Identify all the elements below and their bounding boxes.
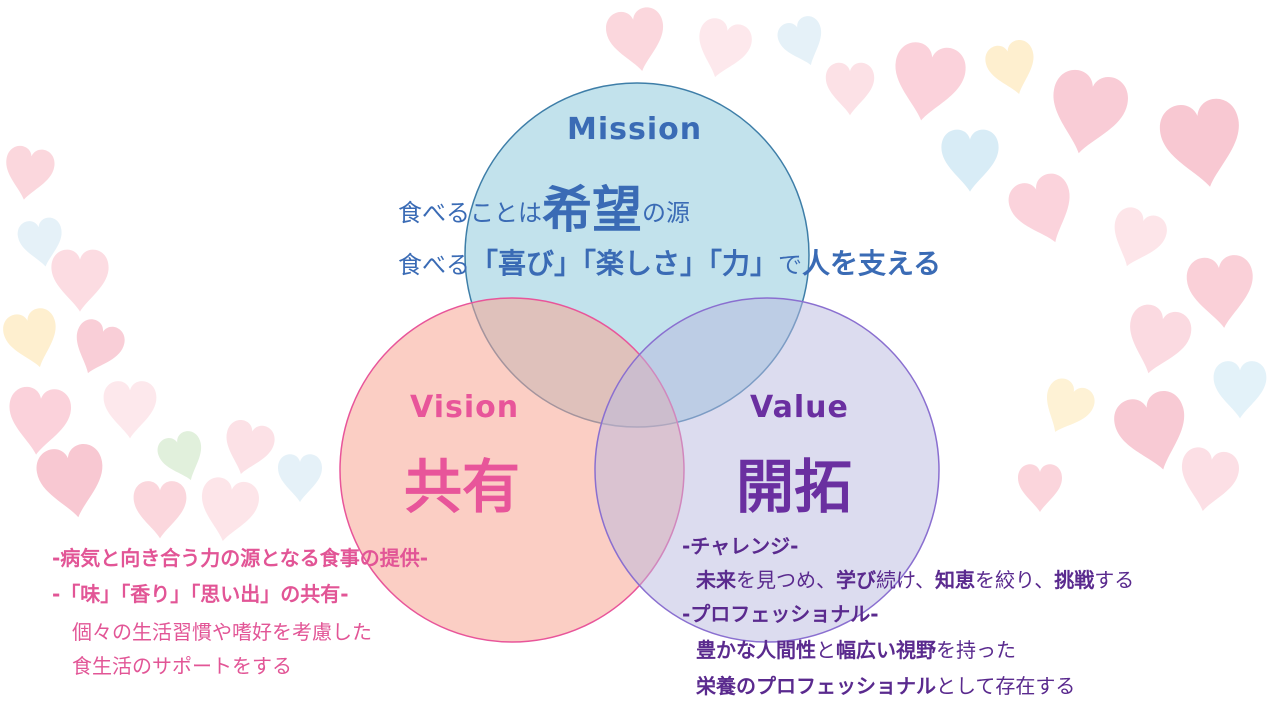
- value-l2-3: 続け、: [876, 568, 935, 592]
- mission-line-2-a: 食べる: [398, 251, 470, 279]
- value-heading-challenge: -チャレンジ-: [682, 534, 799, 558]
- value-l2-1: を見つめ、: [736, 568, 836, 592]
- value-l4-2: 幅広い視野: [836, 638, 936, 662]
- value-l4-1: と: [816, 638, 836, 662]
- value-line-professional-1: 豊かな人間性と幅広い視野を持った: [696, 634, 1016, 663]
- value-l4-3: を持った: [936, 638, 1016, 662]
- value-l4-0: 豊かな人間性: [696, 638, 816, 662]
- vision-line-4: 食生活のサポートをする: [72, 654, 292, 678]
- mission-line-2-d: 人を支える: [802, 247, 942, 280]
- value-l2-0: 未来: [696, 568, 736, 592]
- value-line-challenge: 未来を見つめ、学び続け、知恵を絞り、挑戦する: [696, 564, 1134, 593]
- value-circle: [594, 297, 940, 643]
- value-l2-2: 学び: [836, 568, 876, 592]
- mission-line-1-pre: 食べることは: [398, 199, 542, 227]
- value-title: Value: [750, 390, 849, 425]
- mission-title: Mission: [567, 112, 703, 147]
- vision-title: Vision: [410, 390, 520, 425]
- vision-keyword: 共有: [404, 453, 521, 521]
- value-l5-1: として存在する: [936, 674, 1076, 698]
- vision-line-2: -「味」「香り」「思い出」の共有-: [52, 582, 349, 606]
- vision-line-3: 個々の生活習慣や嗜好を考慮した: [72, 620, 372, 644]
- value-line-professional-2: 栄養のプロフェッショナルとして存在する: [696, 670, 1075, 699]
- mission-line-2: 食べる「喜び」「楽しさ」「力」で人を支える: [398, 242, 941, 282]
- mission-keyword: 希望: [542, 181, 642, 239]
- value-l2-4: 知恵: [935, 568, 975, 592]
- value-heading-professional: -プロフェッショナル-: [682, 602, 879, 626]
- mission-line-2-b: 「喜び」「楽しさ」「力」: [470, 247, 779, 280]
- mission-line-1: 食べることは希望の源: [398, 170, 690, 242]
- mission-line-1-post: の源: [642, 199, 690, 227]
- mission-line-2-c: で: [778, 251, 803, 279]
- value-l2-7: する: [1094, 568, 1135, 592]
- value-l5-0: 栄養のプロフェッショナル: [696, 674, 936, 698]
- value-l2-6: 挑戦: [1054, 568, 1095, 592]
- value-l2-5: を絞り、: [975, 568, 1055, 592]
- value-keyword: 開拓: [736, 453, 853, 521]
- vision-line-1: -病気と向き合う力の源となる食事の提供-: [52, 546, 429, 570]
